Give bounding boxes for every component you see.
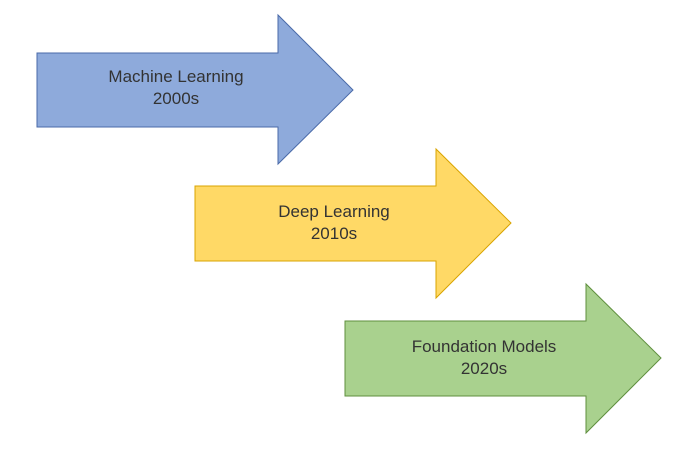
- deep-learning-period: 2010s: [310, 224, 358, 243]
- foundation-models-title: Foundation Models: [411, 337, 557, 356]
- foundation-models-arrow: [344, 282, 662, 435]
- deep-learning-arrow: [194, 147, 512, 300]
- machine-learning-label: Machine Learning 2000s: [56, 66, 296, 110]
- foundation-models-label: Foundation Models 2020s: [364, 336, 604, 380]
- machine-learning-title: Machine Learning: [108, 67, 244, 86]
- deep-learning-title: Deep Learning: [278, 202, 390, 221]
- foundation-models-period: 2020s: [460, 359, 508, 378]
- machine-learning-arrow: [36, 13, 354, 166]
- deep-learning-label: Deep Learning 2010s: [214, 201, 454, 245]
- machine-learning-period: 2000s: [152, 89, 200, 108]
